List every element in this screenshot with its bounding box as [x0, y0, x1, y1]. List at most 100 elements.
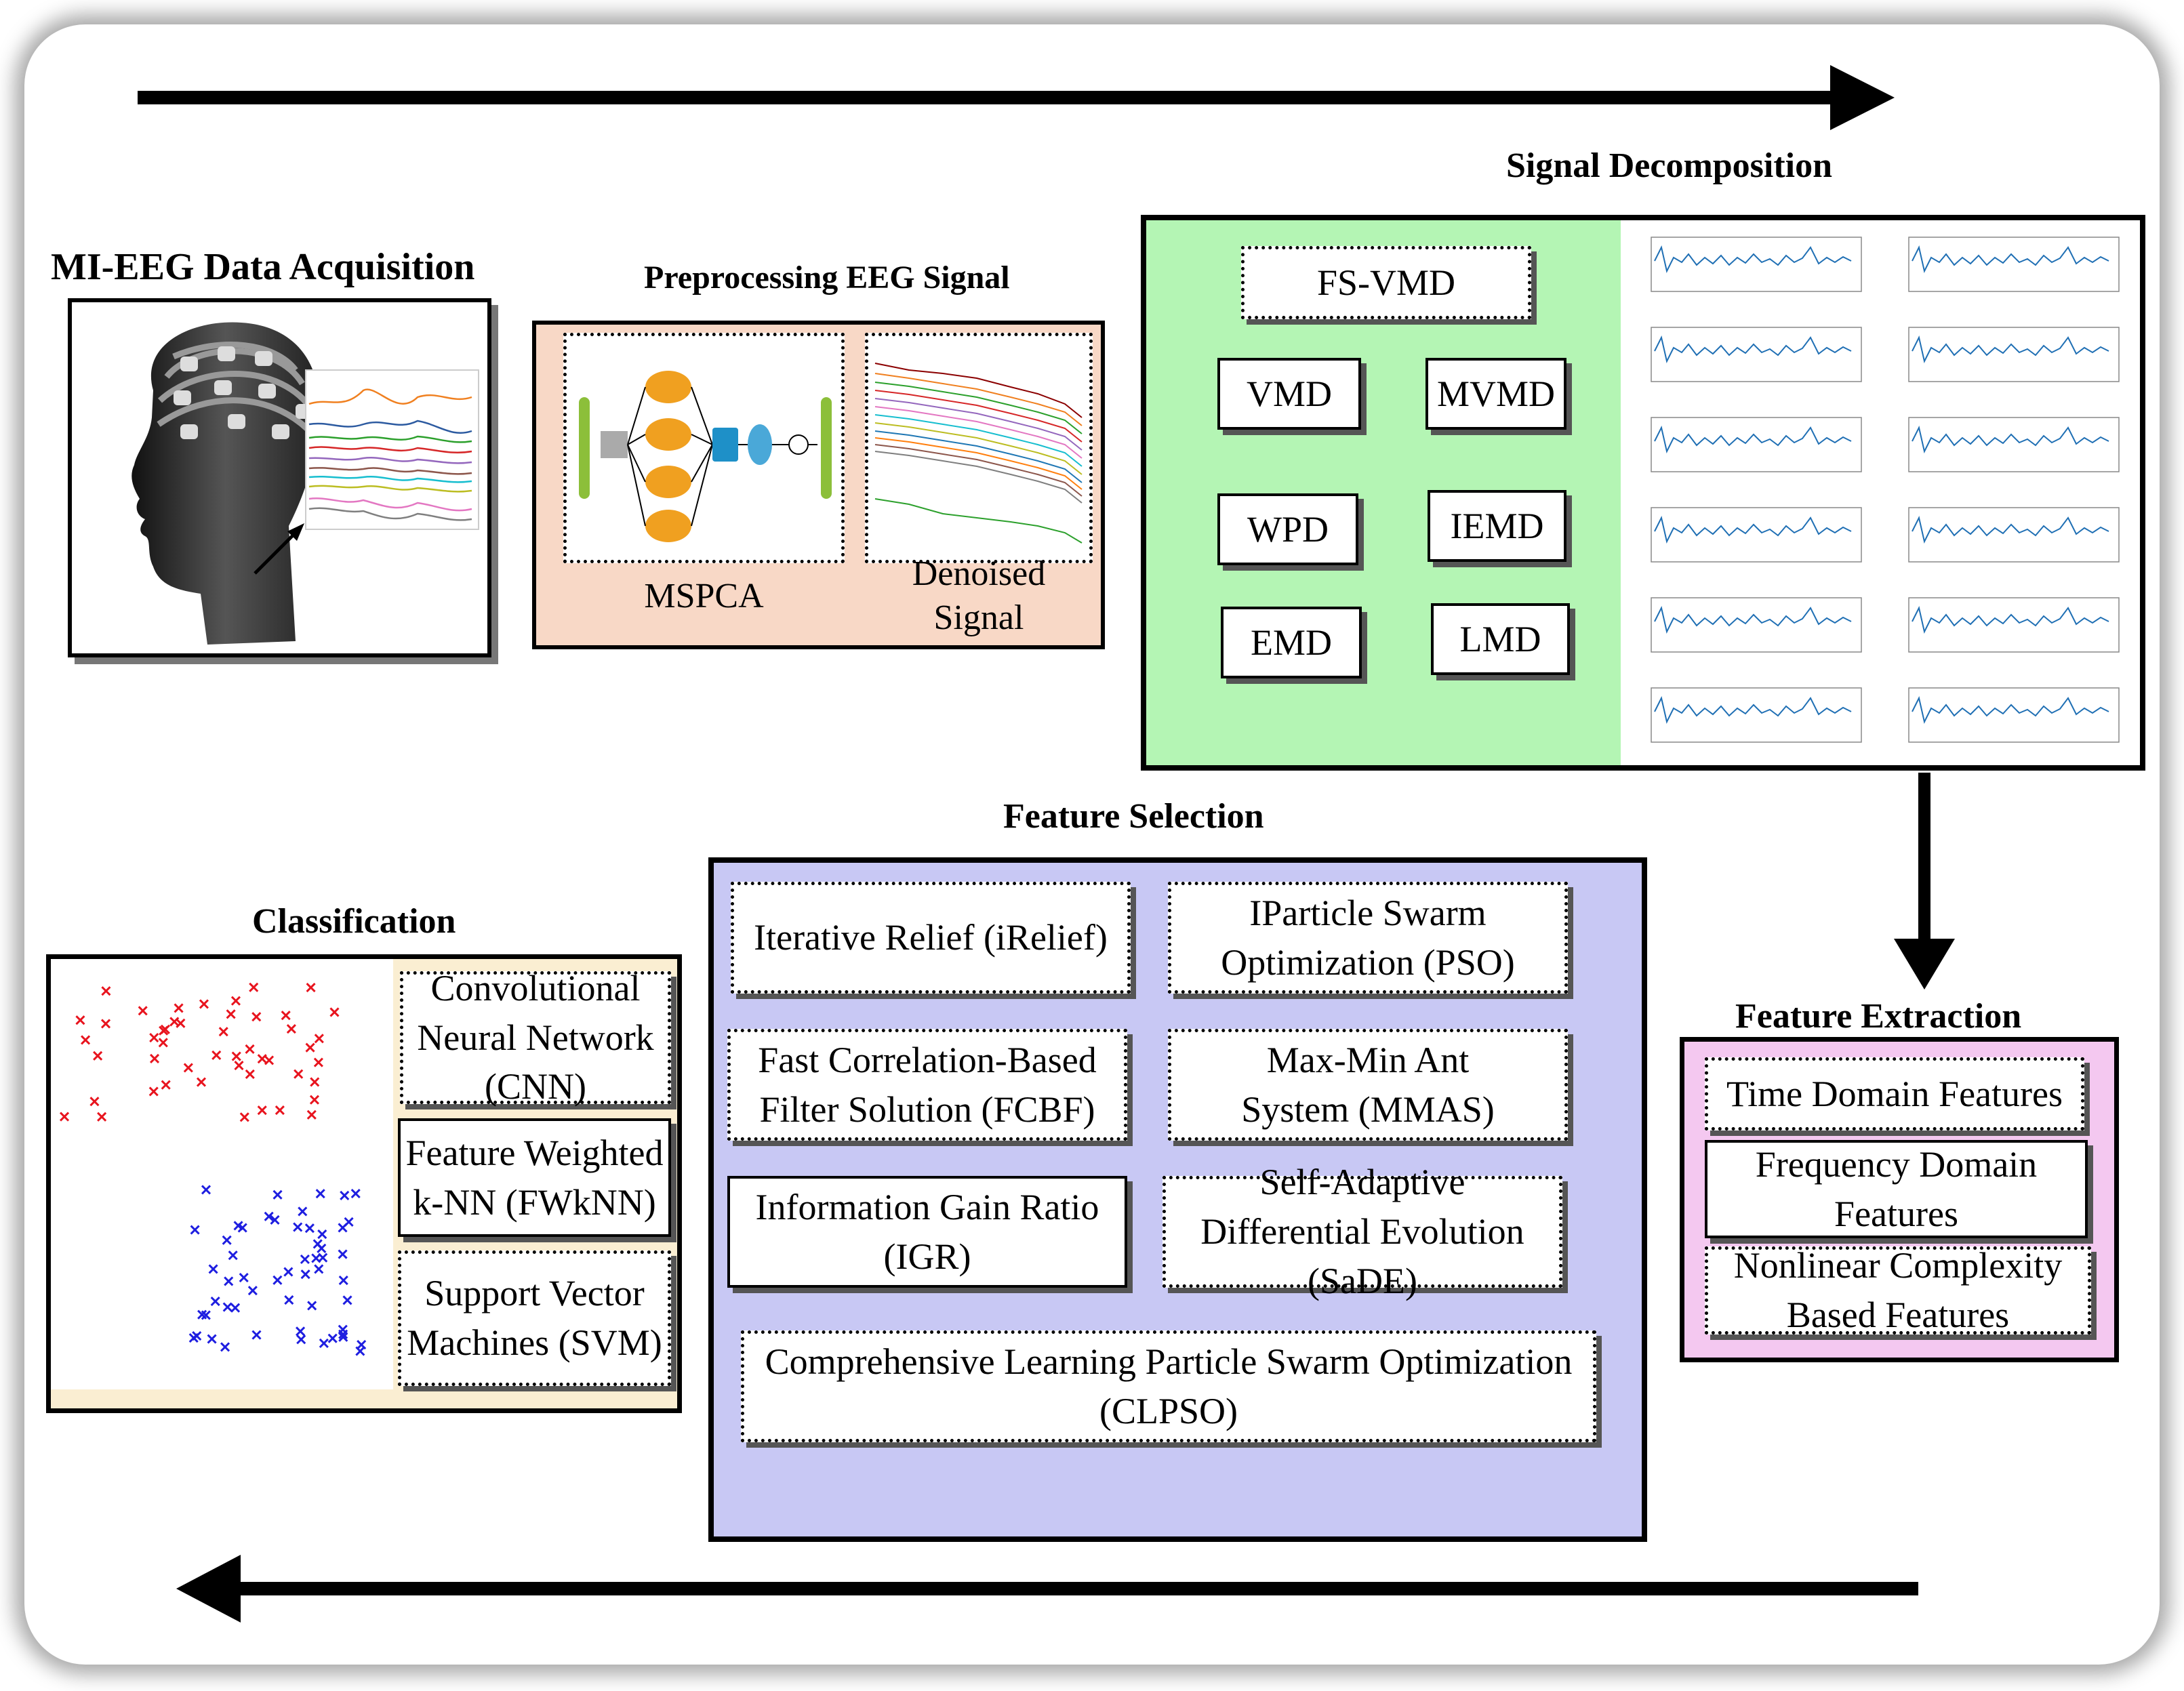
scatter-marker — [355, 1346, 365, 1356]
scatter-marker — [306, 983, 316, 993]
denoised-signal-lines — [874, 363, 1083, 544]
clpso-box: Comprehensive Learning Particle Swarm Op… — [741, 1330, 1596, 1442]
denoised-signal-label: Denoised Signal — [912, 554, 1046, 637]
scatter-marker — [307, 1301, 317, 1311]
scatter-marker — [234, 1060, 244, 1071]
preprocessing-title: Preprocessing EEG Signal — [644, 260, 1010, 296]
decomposition-title: Signal Decomposition — [1506, 146, 1833, 185]
scatter-marker — [89, 1097, 100, 1107]
mspca-diagram — [563, 333, 845, 563]
scatter-marker — [251, 1330, 262, 1340]
scatter-marker — [300, 1254, 310, 1265]
scatter-marker — [314, 1034, 324, 1044]
mspca-flow-illustration — [579, 371, 832, 542]
channel-signal-grid — [1651, 237, 2120, 743]
scatter-marker — [174, 1003, 184, 1013]
scatter-marker — [192, 1330, 202, 1341]
acquisition-panel — [68, 298, 491, 657]
down-flow-arrow — [1894, 773, 1955, 990]
scatter-marker — [245, 1044, 255, 1054]
scatter-marker — [310, 1077, 320, 1087]
scatter-marker — [158, 1038, 168, 1048]
scatter-marker — [314, 1264, 324, 1274]
scatter-marker — [319, 1338, 329, 1349]
feature-extraction-panel: Time Domain Features Frequency Domain Fe… — [1680, 1037, 2119, 1362]
scatter-marker — [338, 1332, 348, 1342]
scatter-marker — [101, 986, 111, 996]
mmas-box: Max-Min Ant System (MMAS) — [1168, 1029, 1568, 1141]
scatter-marker — [220, 1342, 230, 1352]
scatter-marker — [270, 1215, 280, 1225]
scatter-marker — [257, 1054, 267, 1064]
scatter-marker — [306, 1109, 317, 1120]
scatter-marker — [196, 1077, 207, 1087]
scatter-marker — [228, 1250, 238, 1261]
scatter-marker — [211, 1050, 222, 1060]
scatter-marker — [315, 1189, 325, 1199]
scatter-marker — [300, 1269, 310, 1280]
scatter-marker — [230, 1303, 241, 1313]
nonlinear-complexity-box: Nonlinear Complexity Based Features — [1705, 1245, 2091, 1335]
decomposition-panel: FS-VMD VMD MVMD WPD IEMD EMD LMD — [1141, 215, 2145, 771]
scatter-marker — [350, 1188, 361, 1199]
scatter-marker — [138, 1006, 148, 1016]
scatter-marker — [257, 1105, 267, 1116]
feature-selection-panel: Iterative Relief (iRelief) IParticle Swa… — [708, 857, 1647, 1542]
scatter-marker — [149, 1053, 160, 1064]
fs-vmd-box: FS-VMD — [1241, 246, 1531, 319]
scatter-marker — [313, 1057, 323, 1067]
feature-extraction-title: Feature Extraction — [1735, 997, 2022, 1036]
classification-panel: Convolutional Neural Network (CNN) Featu… — [46, 954, 682, 1413]
acquisition-title: MI-EEG Data Acquisition — [51, 246, 475, 288]
scatter-marker — [239, 1272, 249, 1283]
scatter-marker — [239, 1112, 249, 1122]
scatter-marker — [231, 1051, 241, 1061]
frequency-domain-box: Frequency Domain Features — [1705, 1140, 2088, 1238]
scatter-marker — [222, 1302, 232, 1312]
scatter-marker — [161, 1080, 171, 1090]
scatter-marker — [208, 1264, 218, 1274]
scatter-marker — [93, 1051, 103, 1061]
denoised-signal-plot — [865, 333, 1093, 563]
lmd-box: LMD — [1431, 603, 1570, 675]
sade-box: Self-Adaptive Differential Evolution (Sa… — [1162, 1162, 1562, 1301]
scatter-marker — [304, 1223, 315, 1234]
wpd-box: WPD — [1217, 493, 1358, 565]
bottom-flow-arrow — [176, 1555, 1918, 1623]
scatter-marker — [344, 1217, 354, 1227]
decomposition-signal-plots — [1621, 220, 2140, 765]
scatter-marker — [247, 1286, 258, 1296]
svm-box: Support Vector Machines (SVM) — [398, 1250, 671, 1386]
class-scatter-points — [59, 982, 367, 1356]
scatter-marker — [226, 1009, 236, 1019]
scatter-marker — [264, 1055, 275, 1065]
scatter-marker — [338, 1249, 348, 1259]
scatter-marker — [317, 1243, 327, 1254]
scatter-marker — [237, 1223, 247, 1233]
scatter-marker — [199, 999, 209, 1009]
fwknn-box: Feature Weighted k-NN (FWkNN) — [398, 1118, 671, 1237]
pso-box: IParticle Swarm Optimization (PSO) — [1168, 882, 1568, 994]
scatter-marker — [218, 1027, 228, 1037]
scatter-marker — [281, 1011, 291, 1021]
scatter-marker — [100, 1019, 111, 1029]
head-with-eeg-cap-illustration — [132, 322, 479, 645]
mvmd-box: MVMD — [1425, 358, 1566, 430]
scatter-marker — [245, 1069, 255, 1079]
scatter-marker — [296, 1335, 306, 1345]
scatter-marker — [207, 1334, 217, 1344]
iemd-box: IEMD — [1428, 490, 1566, 562]
preprocessing-panel: MSPCA Denoised Signal — [532, 321, 1105, 649]
scatter-marker — [283, 1267, 294, 1277]
scatter-marker — [275, 1105, 285, 1116]
mspca-label: MSPCA — [644, 576, 764, 615]
scatter-marker — [201, 1310, 211, 1320]
scatter-marker — [75, 1015, 85, 1025]
scatter-marker — [249, 982, 259, 992]
scatter-marker — [296, 1326, 306, 1337]
scatter-marker — [224, 1276, 234, 1286]
scatter-marker — [340, 1190, 350, 1200]
scatter-marker — [264, 1211, 274, 1221]
scatter-marker — [286, 1024, 296, 1034]
scatter-marker — [272, 1189, 283, 1200]
